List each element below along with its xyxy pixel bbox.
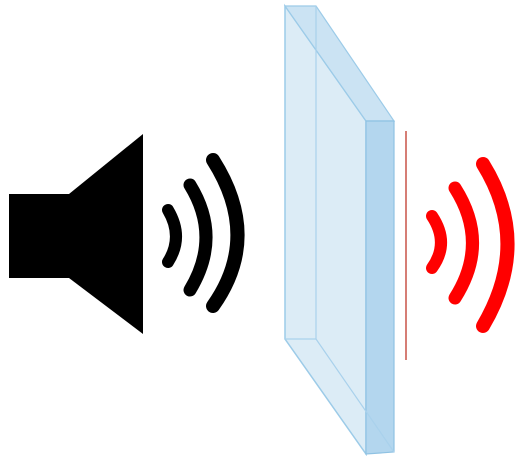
speaker-body [9,194,69,278]
speaker-icon [9,134,143,334]
glass-panel [285,6,394,454]
outgoing-wave-2 [455,188,473,298]
incoming-wave-1 [168,210,176,262]
outgoing-wave-1 [432,216,441,268]
glass-panel-side [366,121,394,454]
incoming-wave-2 [190,185,206,290]
incoming-wave-3 [213,160,238,306]
speaker-cone [69,134,143,334]
incoming-sound-waves-icon [168,160,238,306]
outgoing-wave-3 [483,164,508,326]
outgoing-sound-waves-icon [432,164,508,326]
